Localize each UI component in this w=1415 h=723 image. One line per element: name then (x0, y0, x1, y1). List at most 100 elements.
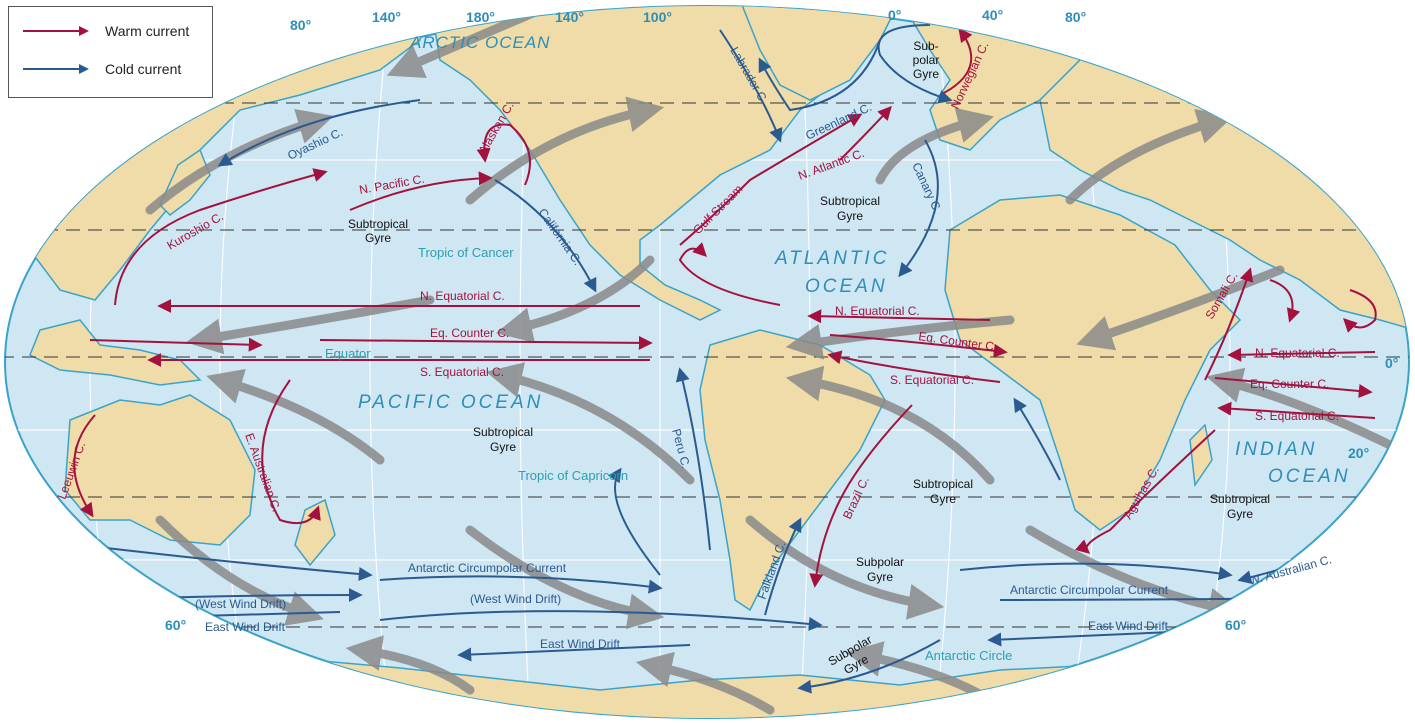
atlantic-ocean-label-2: OCEAN (805, 276, 888, 297)
latitude-label-60-east: 60° (1225, 617, 1246, 633)
label-s-equatorial-pac: S. Equatorial C. (420, 365, 504, 379)
subpolar-gyre-arrow (877, 24, 953, 104)
latitude-label-0: 0° (1385, 355, 1398, 371)
caribbean-loop-arrow (678, 242, 781, 306)
land-new-zealand (294, 498, 336, 567)
gyre-n-pacific-1: Subtropical (348, 217, 408, 231)
peru-current-arrow (675, 367, 711, 551)
gyre-subpolar-s-1: Subpolar (856, 555, 904, 569)
gyre-n-atlantic-1: Subtropical (820, 194, 880, 208)
longitude-label-8: 80° (1065, 9, 1086, 25)
acc-arrow-2 (379, 575, 663, 594)
label-ewd-2: East Wind Drift (540, 637, 621, 651)
gyre-s-atlantic-1: Subtropical (913, 477, 973, 491)
land-africa (944, 194, 1242, 531)
n-atlantic-current-arrow (839, 105, 892, 161)
label-acc-1: Antarctic Circumpolar Current (408, 561, 567, 575)
gyre-s-pacific-1: Subtropical (473, 425, 533, 439)
label-ewd-1: East Wind Drift (205, 620, 286, 634)
acc-arrow-5 (959, 562, 1233, 581)
longitude-label-2: 140° (372, 9, 401, 25)
somali-current-arrow (1204, 267, 1254, 381)
gyre-n-atlantic-2: Gyre (837, 209, 863, 223)
label-s-equatorial-atl: S. Equatorial C. (890, 373, 974, 387)
longitude-label-1: 80° (290, 17, 311, 33)
brazil-current-arrow (809, 404, 913, 588)
subpolar-antarctic-arrow (797, 639, 941, 694)
bay-of-bengal-loop-arrow (1343, 289, 1377, 333)
legend-cold-label: Cold current (105, 61, 182, 77)
east-wind-drift-arrow-2 (457, 644, 691, 662)
land-madagascar (1189, 423, 1213, 488)
eq-counter-pacific-arrow (89, 337, 263, 352)
falkland-current-arrow (764, 517, 802, 616)
leeuwin-current-arrow (73, 414, 96, 518)
oyashio-current-arrow (217, 99, 421, 167)
gyre-s-atlantic-2: Gyre (930, 492, 956, 506)
n-pacific-current-arrow (349, 171, 493, 211)
antarctic-circle-label: Antarctic Circle (925, 648, 1012, 663)
benguela-current-arrow (1013, 397, 1061, 481)
gulf-stream-arrow (679, 113, 863, 246)
longitude-label-4: 140° (555, 9, 584, 25)
n-equatorial-indian-arrow (1227, 347, 1376, 362)
indian-monsoon-loop-arrow (1269, 279, 1301, 323)
label-wwd-2: (West Wind Drift) (470, 592, 561, 606)
pacific-ocean-label: PACIFIC OCEAN (358, 392, 543, 413)
acc-arrow-4 (379, 610, 823, 631)
gyre-subpolar-n-3: Gyre (913, 67, 939, 81)
label-n-equatorial-pac: N. Equatorial C. (420, 289, 505, 303)
indian-ocean-label-2: OCEAN (1268, 466, 1351, 487)
gyre-subpolar-n-1: Sub- (913, 39, 938, 53)
warm-currents (73, 27, 1377, 588)
arctic-ocean-label: ARCTIC OCEAN (409, 33, 550, 52)
label-n-equatorial-ind: N. Equatorial C. (1255, 346, 1340, 360)
warm-current-arrow-icon (23, 26, 89, 36)
latitude-label-20: 20° (1348, 445, 1369, 461)
gyre-s-pacific-2: Gyre (490, 440, 516, 454)
land-southeast-asia-islands (29, 319, 202, 386)
indian-ocean-label-1: INDIAN (1235, 439, 1317, 460)
alaskan-current-arrow (476, 123, 531, 186)
kuroshio-current-arrow (114, 168, 328, 306)
label-n-equatorial-atl: N. Equatorial C. (835, 304, 920, 318)
gyre-indian-1: Subtropical (1210, 492, 1270, 506)
equator-label: Equator (325, 346, 371, 361)
norwegian-current-arrow (939, 27, 973, 96)
agulhas-current-arrow (1074, 429, 1216, 554)
longitude-label-7: 40° (982, 7, 1003, 23)
gyre-subpolar-n-2: polar (913, 53, 940, 67)
greenland-current-arrow (758, 39, 881, 112)
legend-warm-label: Warm current (105, 23, 190, 39)
label-acc-2: Antarctic Circumpolar Current (1010, 583, 1169, 597)
n-equatorial-atlantic-arrow (807, 309, 991, 324)
label-eq-counter-ind: Eq. Counter C. (1250, 377, 1329, 391)
gyre-subpolar-s-2: Gyre (867, 570, 893, 584)
canary-current-arrow (898, 139, 939, 278)
cold-return-arrow (607, 467, 661, 576)
label-wwd-1: (West Wind Drift) (195, 597, 286, 611)
legend-warm-row: Warm current (21, 23, 189, 39)
longitude-label-3: 180° (466, 9, 495, 25)
map-legend: Warm current Cold current (8, 6, 213, 98)
tropic-of-capricorn-label: Tropic of Capricorn (518, 468, 628, 483)
label-eq-counter-pac: Eq. Counter C. (430, 326, 509, 340)
california-current-arrow (494, 179, 597, 293)
s-equatorial-indian-arrow (1217, 401, 1376, 419)
eq-counter-atlantic-arrow (829, 334, 1008, 358)
atlantic-ocean-label-1: ATLANTIC (774, 248, 889, 269)
longitude-label-6: 0° (888, 7, 901, 23)
s-equatorial-atlantic-arrow (827, 350, 1001, 383)
labrador-current-arrow (719, 29, 783, 143)
cold-current-arrow-icon (23, 64, 89, 74)
label-ewd-3: East Wind Drift (1088, 619, 1169, 633)
gyre-n-pacific-2: Gyre (365, 231, 391, 245)
label-s-equatorial-ind: S. Equatorial C. (1255, 409, 1339, 423)
land-australia (64, 394, 256, 546)
legend-cold-row: Cold current (21, 61, 181, 77)
gyre-indian-2: Gyre (1227, 507, 1253, 521)
eq-counter-indian-arrow (1214, 377, 1373, 398)
longitude-label-5: 100° (643, 9, 672, 25)
